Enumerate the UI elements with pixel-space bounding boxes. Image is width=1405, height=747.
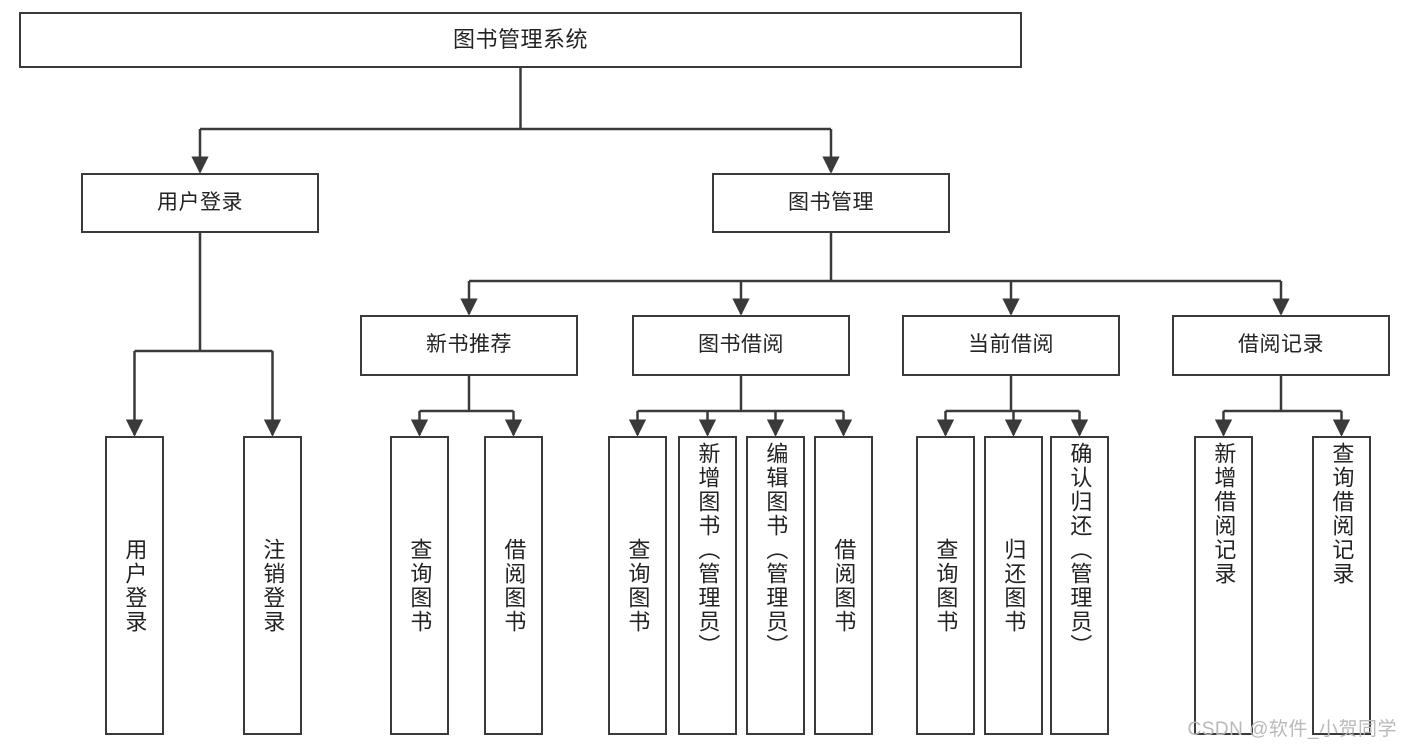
node-leaf-add-book-admin[interactable]: 新增图书（管理员） bbox=[678, 436, 737, 735]
node-leaf-return-book[interactable]: 归还图书 bbox=[984, 436, 1043, 735]
node-root[interactable]: 图书管理系统 bbox=[19, 12, 1022, 68]
node-label: 图书借阅 bbox=[698, 333, 784, 357]
node-borrow-record[interactable]: 借阅记录 bbox=[1172, 315, 1390, 376]
node-leaf-query-record[interactable]: 查询借阅记录 bbox=[1312, 436, 1371, 735]
node-leaf-logout[interactable]: 注销登录 bbox=[243, 436, 302, 735]
node-leaf-add-record[interactable]: 新增借阅记录 bbox=[1194, 436, 1253, 735]
node-label: 用户登录 bbox=[122, 537, 148, 634]
node-label: 确认归还（管理员） bbox=[1067, 442, 1093, 658]
node-label: 图书管理 bbox=[788, 190, 874, 214]
node-leaf-edit-book-admin[interactable]: 编辑图书（管理员） bbox=[746, 436, 805, 735]
node-label: 用户登录 bbox=[157, 190, 243, 214]
node-leaf-query-book-1[interactable]: 查询图书 bbox=[390, 436, 449, 735]
node-label: 新书推荐 bbox=[426, 333, 512, 357]
node-user-login[interactable]: 用户登录 bbox=[81, 173, 319, 233]
node-label: 图书管理系统 bbox=[452, 27, 588, 53]
node-label: 新增图书（管理员） bbox=[695, 442, 721, 658]
node-leaf-borrow-book-1[interactable]: 借阅图书 bbox=[484, 436, 543, 735]
node-label: 借阅图书 bbox=[831, 537, 857, 634]
node-label: 借阅图书 bbox=[501, 537, 527, 634]
node-book-borrow[interactable]: 图书借阅 bbox=[632, 315, 850, 376]
node-leaf-user-login[interactable]: 用户登录 bbox=[105, 436, 164, 735]
node-label: 当前借阅 bbox=[968, 333, 1054, 357]
node-label: 查询图书 bbox=[933, 537, 959, 634]
node-label: 借阅记录 bbox=[1238, 333, 1324, 357]
node-label: 归还图书 bbox=[1001, 537, 1027, 634]
node-leaf-query-book-2[interactable]: 查询图书 bbox=[608, 436, 667, 735]
node-leaf-borrow-book-2[interactable]: 借阅图书 bbox=[814, 436, 873, 735]
node-book-manage[interactable]: 图书管理 bbox=[712, 173, 950, 233]
node-current-borrow[interactable]: 当前借阅 bbox=[902, 315, 1120, 376]
node-label: 查询图书 bbox=[625, 537, 651, 634]
node-label: 查询借阅记录 bbox=[1329, 442, 1355, 586]
node-label: 新增借阅记录 bbox=[1211, 442, 1237, 586]
node-label: 编辑图书（管理员） bbox=[763, 442, 789, 658]
csdn-watermark: CSDN @软件_小贺同学 bbox=[1187, 719, 1397, 740]
node-leaf-confirm-return-admin[interactable]: 确认归还（管理员） bbox=[1050, 436, 1109, 735]
node-new-book-rec[interactable]: 新书推荐 bbox=[360, 315, 578, 376]
node-label: 查询图书 bbox=[407, 537, 433, 634]
node-leaf-query-book-3[interactable]: 查询图书 bbox=[916, 436, 975, 735]
node-label: 注销登录 bbox=[260, 537, 286, 634]
